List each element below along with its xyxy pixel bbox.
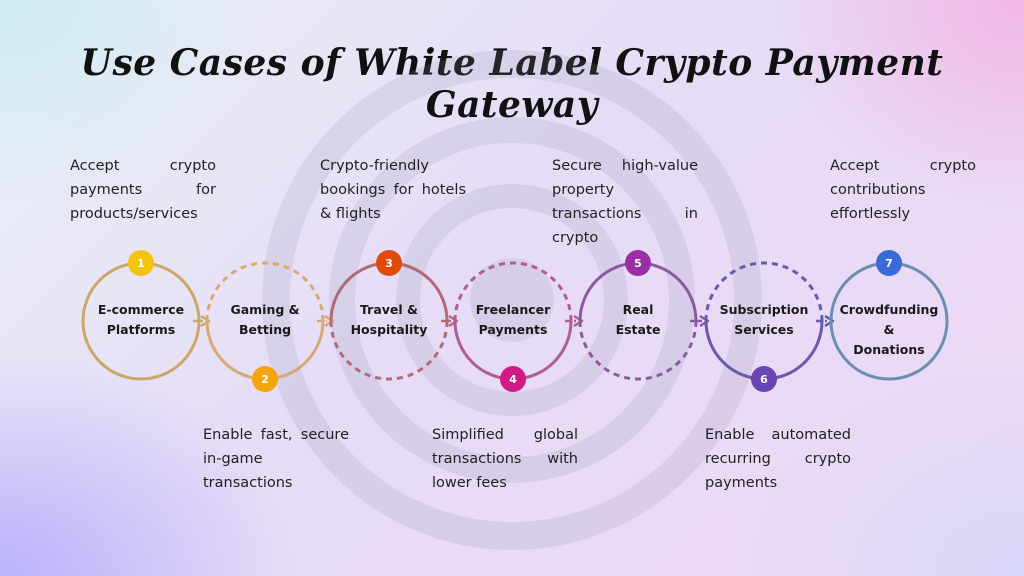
arrow-head-icon <box>448 314 459 328</box>
node-ring-dashed-arc <box>704 261 824 322</box>
use-case-description-3: Crypto-friendly bookings for hotels & fl… <box>320 158 466 222</box>
node-ring-dashed-arc <box>329 320 449 381</box>
step-number: 6 <box>760 373 768 386</box>
step-number: 2 <box>261 373 269 386</box>
background-watermark-icon <box>262 50 762 550</box>
node-ring-dashed-arc <box>205 261 325 322</box>
use-case-label-line: Donations <box>853 342 925 357</box>
use-case-node-3: 3 <box>329 250 459 381</box>
node-ring-dashed-arc <box>453 261 573 322</box>
use-case-description-2: Enable fast, secure in-game transactions <box>203 427 349 491</box>
use-case-description-7: Accept crypto contributions effortlessly <box>830 158 976 222</box>
step-badge <box>128 250 154 276</box>
use-case-label-line: Freelancer <box>475 302 551 317</box>
use-case-node-2: 2 <box>205 261 335 392</box>
step-number: 3 <box>385 257 393 270</box>
use-case-node-5: 5 <box>578 250 710 381</box>
step-number: 7 <box>885 257 893 270</box>
arrow-head-icon <box>200 314 211 328</box>
use-case-node-6: 6 <box>704 261 835 392</box>
use-case-label-line: Estate <box>615 322 661 337</box>
use-case-label-line: E-commerce <box>97 302 185 317</box>
use-case-label-line: Travel & <box>360 302 418 317</box>
use-case-label-7: Crowdfunding & Donations <box>834 300 944 360</box>
step-badge <box>376 250 402 276</box>
use-case-label-line: Platforms <box>106 322 176 337</box>
step-number: 4 <box>509 373 517 386</box>
use-case-label-2: Gaming & Betting <box>210 300 320 340</box>
use-case-label-3: Travel & Hospitality <box>334 300 444 340</box>
step-badge <box>500 366 526 392</box>
step-badge <box>252 366 278 392</box>
use-case-label-line: Crowdfunding & <box>839 302 939 337</box>
step-badge <box>876 250 902 276</box>
step-number: 1 <box>137 257 145 270</box>
use-case-node-4: 4 <box>453 261 584 392</box>
arrow-head-icon <box>699 314 710 328</box>
use-case-label-line: Betting <box>238 322 292 337</box>
use-case-label-line: Gaming & <box>230 302 300 317</box>
use-case-label-line: Hospitality <box>350 322 428 337</box>
use-case-label-line: Real <box>622 302 654 317</box>
step-badge <box>751 366 777 392</box>
arrow-head-icon <box>573 314 584 328</box>
use-case-label-line: Services <box>734 322 794 337</box>
arrow-head-icon <box>824 314 835 328</box>
use-case-node-7: 7 <box>829 250 949 381</box>
use-case-description-4: Simplified global transactions with lowe… <box>432 427 578 491</box>
arrow-head-icon <box>324 314 335 328</box>
page-title: Use Cases of White Label Crypto Payment … <box>80 42 944 126</box>
step-number: 5 <box>634 257 642 270</box>
use-case-description-1: Accept crypto payments for products/serv… <box>70 158 216 222</box>
use-case-label-line: Payments <box>478 322 548 337</box>
use-case-node-1: 1 <box>81 250 211 381</box>
use-case-description-6: Enable automated recurring crypto paymen… <box>705 427 851 491</box>
use-case-description-5: Secure high-value property transactions … <box>552 158 698 246</box>
node-ring-dashed-arc <box>578 320 698 381</box>
step-badge <box>625 250 651 276</box>
use-case-label-line: Subscription <box>719 302 809 317</box>
